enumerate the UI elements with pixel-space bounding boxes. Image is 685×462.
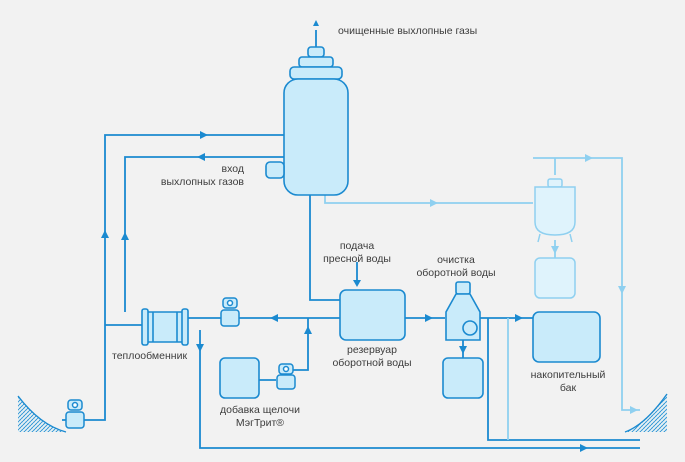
label-water-cleaning-line2: оборотной воды xyxy=(416,267,496,279)
scrubber-tower xyxy=(265,46,349,196)
label-storage-tank: накопительный бак xyxy=(518,369,618,395)
flow-arrows xyxy=(101,20,638,452)
sea-left xyxy=(17,395,67,433)
label-storage-tank-line1: накопительный xyxy=(530,369,606,381)
water-cleaning-unit xyxy=(445,281,481,341)
label-water-cleaning: очистка оборотной воды xyxy=(406,254,506,280)
label-fresh-water-line2: пресной воды xyxy=(323,253,391,265)
label-exhaust-inlet-line2: выхлопных газов xyxy=(160,176,244,188)
pump-seawater xyxy=(65,399,85,429)
storage-tank xyxy=(532,311,601,363)
reservoir-tank xyxy=(339,289,406,341)
label-fresh-water: подача пресной воды xyxy=(312,240,402,266)
label-reservoir: резервуар оборотной воды xyxy=(322,344,422,370)
label-alkali-line1: добавка щелочи xyxy=(220,404,300,416)
label-clean-gases: очищенные выхлопные газы xyxy=(338,25,478,37)
label-reservoir-line2: оборотной воды xyxy=(332,357,412,369)
sea-right xyxy=(624,393,668,433)
pump-alkali xyxy=(276,363,296,390)
sludge-tank xyxy=(442,357,484,399)
label-alkali-line2: МэгТрит® xyxy=(235,417,285,429)
pump-reservoir-loop xyxy=(220,297,240,327)
label-heat-exchanger: теплообменник xyxy=(112,350,188,362)
label-exhaust-inlet: вход выхлопных газов xyxy=(150,163,244,189)
label-fresh-water-line1: подача xyxy=(339,240,375,252)
optional-tank xyxy=(534,257,576,299)
alkali-tank xyxy=(219,357,260,399)
label-storage-tank-line2: бак xyxy=(559,382,577,394)
label-exhaust-inlet-line1: вход xyxy=(221,163,244,175)
label-alkali: добавка щелочи МэгТрит® xyxy=(208,404,312,430)
label-water-cleaning-line1: очистка xyxy=(437,254,475,266)
heat-exchanger-unit xyxy=(141,308,189,346)
label-reservoir-line1: резервуар xyxy=(347,344,397,356)
optional-separator xyxy=(534,178,576,243)
